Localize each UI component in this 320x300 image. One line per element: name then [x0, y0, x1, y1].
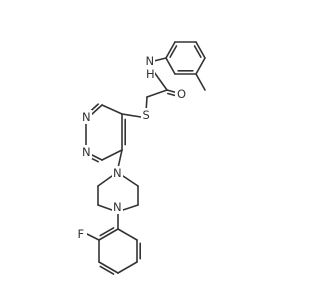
piperazine-n-top-bg: [112, 166, 123, 180]
bond-pyr-2: [90, 104, 103, 116]
bond-tolyl-methyl: [195, 73, 206, 91]
atom-label-nh-h: H: [146, 67, 155, 81]
bond-fph-3-second-line: [99, 265, 115, 275]
bond-pyr-1: [101, 104, 123, 115]
bond-tolyl-1-second-line: [169, 45, 178, 58]
atom-label-piperazine-n-bottom: N: [113, 200, 122, 214]
bond-tolyl-3-second-line: [193, 45, 202, 58]
atom-label-nh-n: N: [146, 54, 155, 68]
bond-fph-1-second-line: [99, 227, 115, 237]
structure-canvas: N H O S N N N N F: [76, 41, 206, 275]
pyrimidine-n-bottom-bg: [81, 145, 92, 159]
molecule-structure: N H O S N N N N F: [76, 41, 206, 275]
bond-pip-3: [97, 204, 113, 211]
carbonyl-o-bg: [175, 87, 187, 101]
bond-tolyl-6: [165, 57, 176, 75]
bond-pip-4: [122, 175, 139, 187]
bond-fph-4: [117, 261, 138, 274]
atom-label-carbonyl-o: O: [177, 87, 186, 101]
bond-fph-6: [117, 228, 138, 241]
bond-pyr-piperazine: [117, 149, 123, 169]
thioether-s-bg: [141, 108, 152, 122]
bond-pyr-5: [101, 149, 123, 161]
bond-fph-3: [98, 261, 119, 274]
bond-amide-ch2: [146, 89, 168, 98]
atom-label-fluorine: F: [78, 227, 85, 241]
bond-s-pyrimidine: [121, 113, 142, 118]
bond-fph-1: [98, 228, 119, 241]
fluorine-bg: [76, 227, 87, 241]
bond-tolyl-1: [165, 41, 176, 59]
bond-pyr-2-second-line: [89, 103, 99, 112]
bond-tolyl-3: [195, 41, 206, 59]
atom-label-layer: N H O S N N N N F: [76, 54, 187, 241]
bond-amide-n-ring: [153, 57, 167, 62]
atom-label-thioether-s: S: [143, 108, 150, 122]
pyrimidine-n-top-bg: [81, 110, 92, 124]
atom-label-pyrimidine-n-bottom: N: [82, 145, 91, 159]
bond-pip-1: [97, 175, 113, 187]
nh-n-bg: [144, 54, 155, 68]
bond-fph-f: [86, 233, 100, 241]
piperazine-n-bottom-bg: [112, 200, 123, 214]
atom-label-pyrimidine-n-top: N: [82, 110, 91, 124]
bond-pip-6: [122, 204, 139, 211]
bond-tolyl-4: [195, 57, 206, 75]
atom-label-piperazine-n-top: N: [113, 166, 122, 180]
nh-h-bg: [144, 67, 155, 81]
bond-carbonyl-second-line: [167, 92, 177, 97]
